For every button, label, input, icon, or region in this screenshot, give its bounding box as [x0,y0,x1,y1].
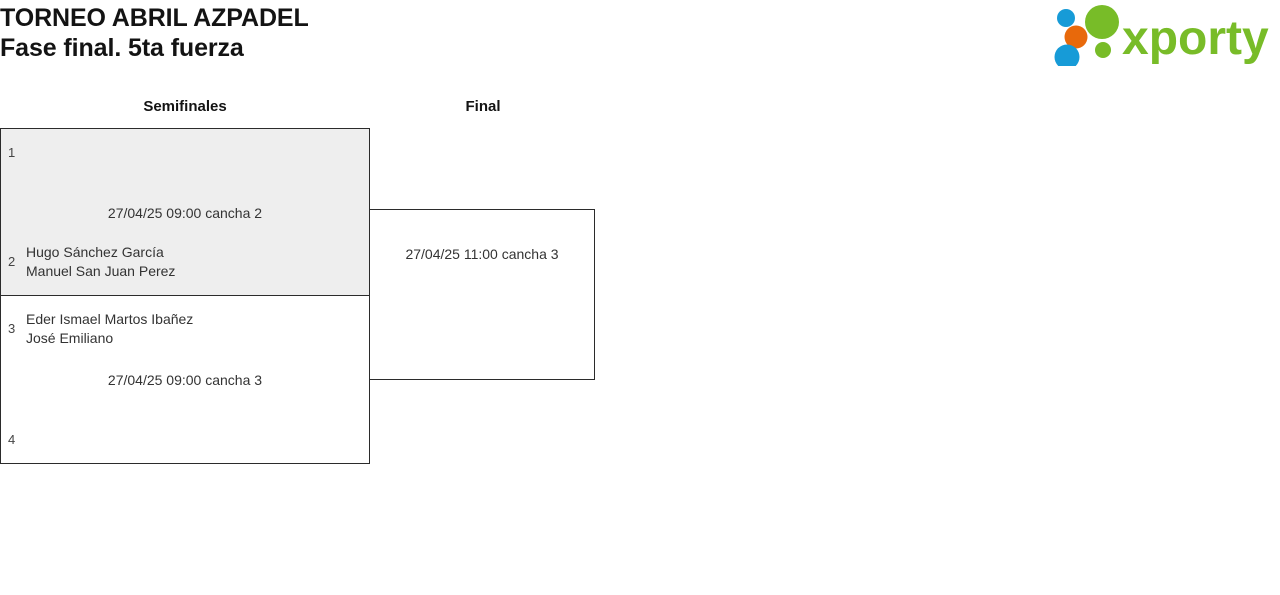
match-slot-bottom[interactable]: 4 [1,430,369,449]
logo-dot-blue-small [1057,9,1075,27]
match-schedule: 27/04/25 09:00 cancha 3 [107,372,263,388]
tournament-name: TORNEO ABRIL AZPADEL [0,4,309,32]
player-name: Hugo Sánchez García [26,244,164,260]
round-title-final: Final [465,98,501,115]
match-semifinal-2[interactable]: 3 Eder Ismael Martos Ibañez José Emilian… [0,295,370,464]
seed-number: 1 [8,144,16,160]
seed-number: 4 [8,431,16,447]
logo-dot-green-small [1095,42,1111,58]
logo-dot-blue-large [1054,44,1080,66]
round-title-semifinales: Semifinales [143,98,227,115]
logo-dot-orange [1064,25,1088,49]
match-semifinal-1[interactable]: 1 27/04/25 09:00 cancha 2 2 Hugo Sánchez… [0,128,370,296]
match-final[interactable]: 27/04/25 11:00 cancha 3 [369,209,595,380]
match-schedule: 27/04/25 09:00 cancha 2 [107,205,263,221]
page-header: TORNEO ABRIL AZPADEL Fase final. 5ta fue… [0,0,1280,80]
match-slot-top[interactable]: 3 Eder Ismael Martos Ibañez José Emilian… [1,310,369,348]
match-slot-bottom[interactable]: 2 Hugo Sánchez García Manuel San Juan Pe… [1,243,369,281]
team-names: Eder Ismael Martos Ibañez José Emiliano [26,310,193,348]
tournament-phase: Fase final. 5ta fuerza [0,34,244,62]
xporty-logo-graphic: xporty [1054,5,1269,66]
player-name: Manuel San Juan Perez [26,263,176,279]
page-title: TORNEO ABRIL AZPADEL Fase final. 5ta fue… [0,0,309,63]
match-schedule: 27/04/25 11:00 cancha 3 [405,246,559,262]
logo-wordmark: xporty [1122,12,1269,65]
team-names: Hugo Sánchez García Manuel San Juan Pere… [26,243,175,281]
player-name: José Emiliano [26,330,114,346]
match-slot-top[interactable]: 1 [1,143,369,162]
xporty-logo[interactable]: xporty [1052,4,1274,66]
player-name: Eder Ismael Martos Ibañez [26,311,194,327]
seed-number: 2 [8,254,16,269]
logo-dot-green-large [1085,5,1119,39]
seed-number: 3 [8,321,16,336]
